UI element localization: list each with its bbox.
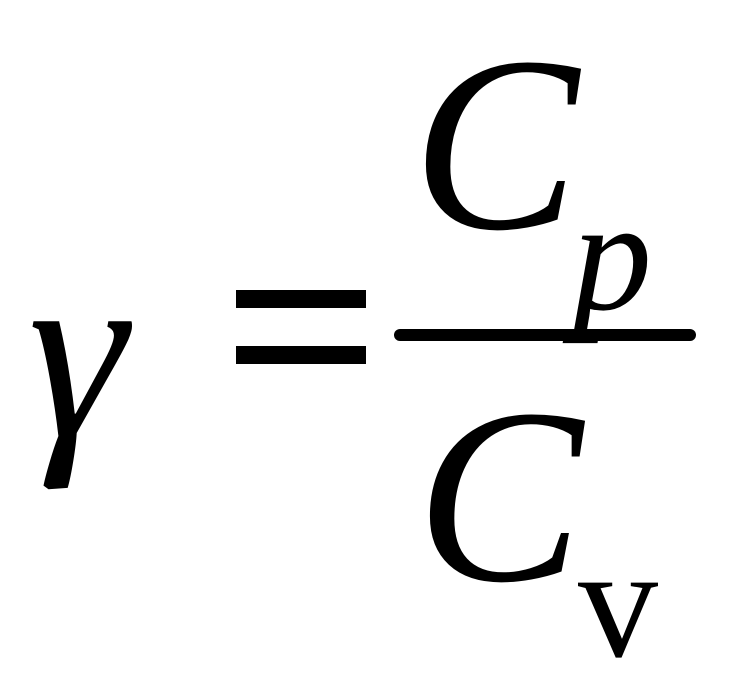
gamma-symbol: γ bbox=[28, 214, 127, 491]
denominator-symbol: C bbox=[416, 358, 583, 635]
numerator-symbol: C bbox=[412, 6, 579, 283]
formula-canvas: γ C p C v bbox=[28, 6, 696, 682]
fraction-bar bbox=[394, 329, 696, 341]
denominator-subscript: v bbox=[578, 513, 658, 691]
equals-sign-bottom-bar bbox=[236, 346, 366, 364]
numerator-subscript: p bbox=[572, 166, 652, 344]
equals-sign-top-bar bbox=[236, 290, 366, 308]
